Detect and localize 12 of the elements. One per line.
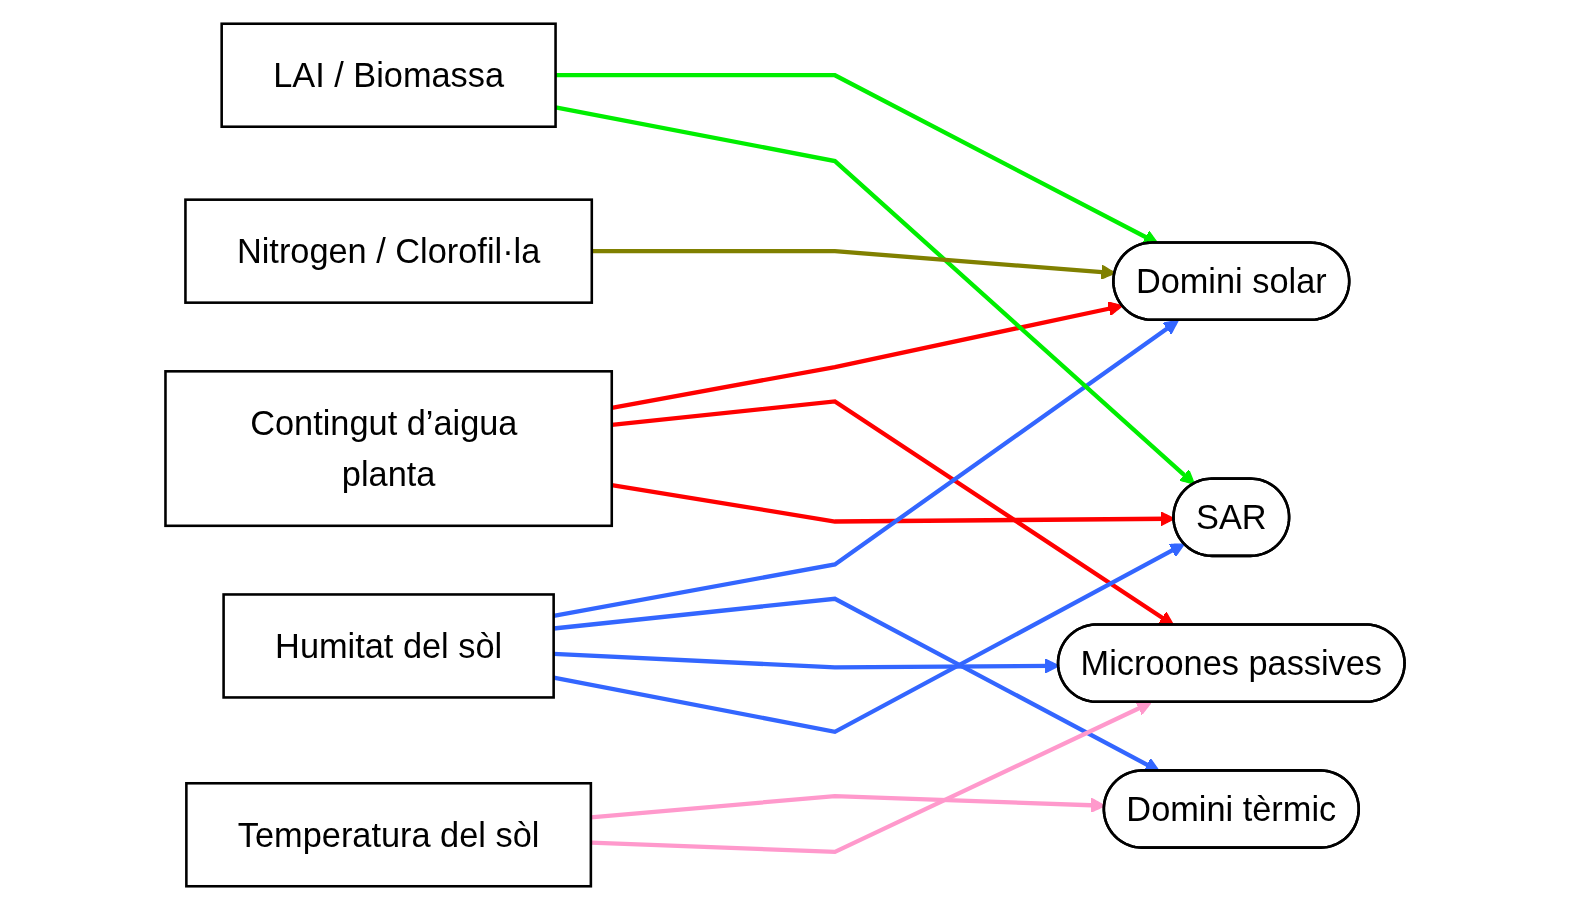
node-box: Humitat del sòl [222,593,555,699]
node-box: LAI / Biomassa [220,22,557,128]
node-box: Contingut d’aigua planta [164,370,614,528]
arrow [590,701,1152,855]
arrow [553,320,1179,618]
arrow [555,73,1159,245]
arrow [553,543,1185,735]
arrow [555,105,1196,485]
node-box: Temperatura del sòl [185,782,593,888]
arrow [591,249,1116,280]
node-box: Nitrogen / Clorofil·la [184,198,594,304]
arrow [611,301,1124,410]
